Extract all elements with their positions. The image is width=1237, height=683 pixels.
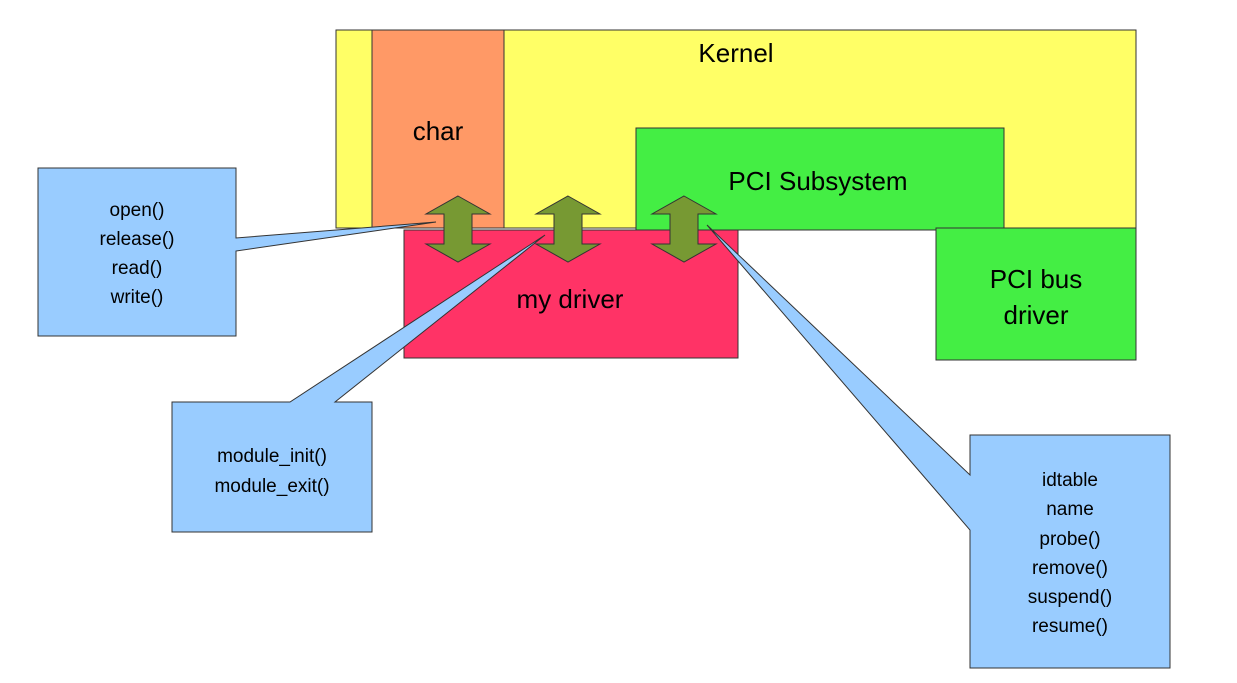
module-init: module_init() [217, 446, 327, 467]
pci-bus-driver-label-line1: PCI bus [990, 264, 1083, 294]
pci-op-remove: remove() [1032, 558, 1108, 579]
pci-driver-arrow [650, 195, 718, 263]
pci-op-suspend: suspend() [1028, 587, 1113, 608]
char-block [371, 29, 505, 229]
char-op-read: read() [112, 258, 163, 279]
char-op-release: release() [100, 229, 175, 250]
char-ops-callout [37, 167, 437, 337]
kernel-label: Kernel [698, 38, 773, 68]
pci-bus-driver-label-line2: driver [1003, 300, 1068, 330]
pci-subsystem-label: PCI Subsystem [728, 166, 907, 196]
char-op-open: open() [110, 200, 165, 221]
pci-bus-driver-block [935, 227, 1137, 361]
char-op-write: write() [110, 287, 164, 308]
pci-op-resume: resume() [1032, 616, 1108, 637]
pci-op-probe: probe() [1039, 529, 1100, 550]
module-callout [171, 234, 546, 533]
my-driver-label: my driver [517, 284, 624, 314]
module-driver-arrow [534, 195, 602, 263]
char-driver-arrow [424, 195, 492, 263]
pci-ops-callout [706, 224, 1171, 669]
pci-op-idtable: idtable [1042, 470, 1098, 491]
pci-op-name: name [1046, 499, 1094, 520]
module-exit: module_exit() [214, 476, 329, 497]
char-label: char [413, 116, 464, 146]
